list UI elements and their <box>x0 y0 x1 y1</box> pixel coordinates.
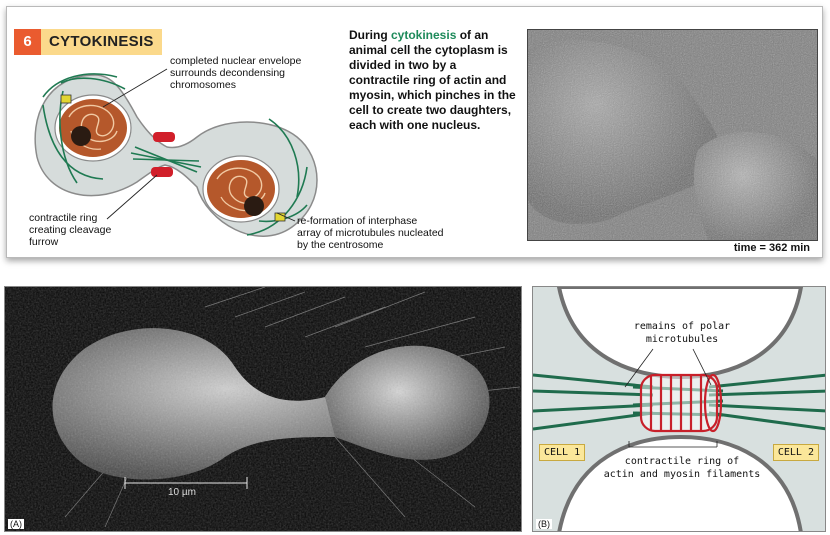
micrograph-cytokinesis <box>527 29 818 241</box>
label-line: creating cleavage <box>29 224 112 236</box>
contractile-ring-top <box>153 132 175 142</box>
step-title: CYTOKINESIS <box>49 33 154 50</box>
nucleus-right <box>202 155 280 223</box>
label-line: remains of polar <box>633 321 731 332</box>
step-number: 6 <box>14 29 41 55</box>
label-line: contractile ring of <box>624 456 740 467</box>
scale-bar-label: 10 µm <box>168 487 196 498</box>
scale-bar <box>124 477 248 489</box>
label-line: actin and myosin filaments <box>603 469 761 480</box>
label-line: microtubules <box>645 334 719 345</box>
label-contractile-ring-filaments: contractile ring of actin and myosin fil… <box>597 455 767 481</box>
cytokinesis-diagram <box>34 68 318 237</box>
ring-schematic-panel: remains of polar microtubules CELL 1 CEL… <box>532 286 826 532</box>
label-line: re-formation of interphase <box>297 215 418 227</box>
cell-lower <box>557 434 803 531</box>
label-microtubule-array: re-formation of interphase array of micr… <box>297 215 444 251</box>
sem-micrograph <box>5 287 521 531</box>
label-line: by the centrosome <box>297 239 384 251</box>
description-part: During <box>349 28 391 42</box>
cell-1-tag: CELL 1 <box>539 444 586 461</box>
cytokinesis-panel: 6 CYTOKINESIS <box>6 6 823 258</box>
description-part: of an animal cell the cytoplasm is divid… <box>349 28 516 132</box>
time-label: time = 362 min <box>733 242 810 254</box>
panel-tag-b: (B) <box>536 519 552 529</box>
micrograph-texture <box>528 30 817 240</box>
label-line: array of microtubules nucleated <box>297 227 444 239</box>
sem-micrograph-panel: 10 µm (A) <box>4 286 522 532</box>
cell-2-tag: CELL 2 <box>772 444 819 461</box>
description-highlight: cytokinesis <box>391 28 457 42</box>
label-line: contractile ring <box>29 212 98 224</box>
description-text: During cytokinesis of an animal cell the… <box>349 28 519 133</box>
nucleus-left <box>54 94 132 162</box>
step-badge: 6 CYTOKINESIS <box>14 29 162 55</box>
label-line: furrow <box>29 236 59 248</box>
label-line: chromosomes <box>170 79 236 91</box>
contractile-ring-schematic <box>533 287 825 531</box>
centrosome-left <box>60 94 72 104</box>
label-contractile-ring: contractile ring creating cleavage furro… <box>29 212 111 248</box>
label-line: completed nuclear envelope <box>170 55 302 67</box>
label-nuclear-envelope: completed nuclear envelope surrounds dec… <box>170 55 301 91</box>
label-line: surrounds decondensing <box>170 67 285 79</box>
contractile-ring-bottom <box>151 167 173 177</box>
panel-tag-a: (A) <box>8 519 24 529</box>
label-polar-microtubules: remains of polar microtubules <box>617 320 747 346</box>
contractile-ring <box>639 373 723 433</box>
